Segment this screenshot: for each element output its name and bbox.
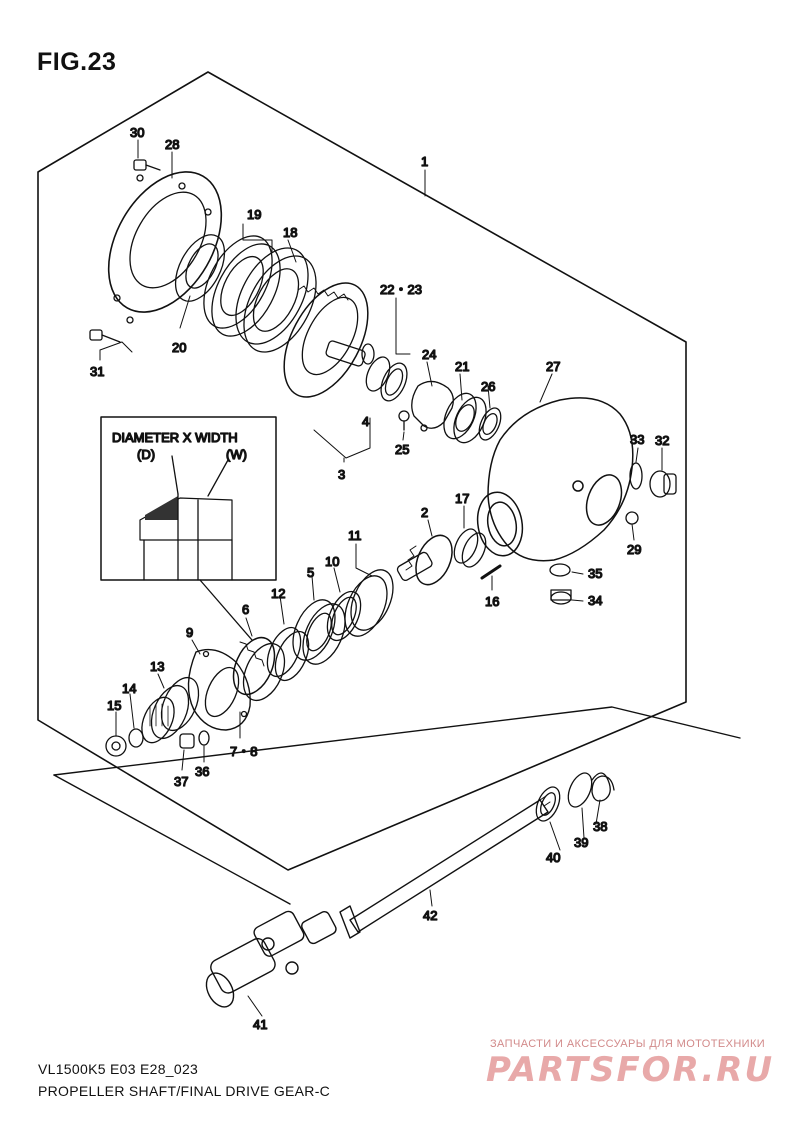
model-code: VL1500K5 E03 E28_023 [38,1061,199,1077]
part-41-universal-joint [205,910,337,1008]
leader-lines [99,139,663,1017]
callout-20: 20 [172,340,186,355]
callout-26: 26 [481,379,495,394]
callout-1: 1 [421,154,428,169]
inset-label-d: (D) [137,447,155,462]
callout-28: 28 [165,137,179,152]
part-31-bolt [89,329,121,343]
part-13-needle-bearing [141,676,200,744]
callout-15: 15 [107,698,121,713]
callout-21: 21 [455,359,469,374]
part-39-spring-ring [567,772,593,808]
callout-25: 25 [395,442,409,457]
assembly-boundary [37,71,687,871]
callout-11: 11 [348,528,362,543]
figure-name: PROPELLER SHAFT/FINAL DRIVE GEAR-C [38,1083,331,1099]
part-26-seal [478,407,502,441]
part-35-washer [549,563,571,577]
callout-6: 6 [242,602,249,617]
callout-24: 24 [422,347,436,362]
callout-7-8: 7・8 [230,744,257,759]
part-22-23-shims [365,356,408,402]
part-14-washer [128,728,144,748]
callout-33: 33 [630,432,644,447]
callout-17: 17 [455,491,469,506]
inset-frame [100,416,277,641]
part-37-nut [179,733,195,749]
part-5-bearing [292,599,346,665]
callout-37: 37 [174,774,188,789]
part-20-oil-seal [174,234,226,302]
figure-title: FIG.23 [37,48,117,76]
callout-31: 31 [90,364,104,379]
callout-36: 36 [195,764,209,779]
callout-2: 2 [421,505,428,520]
callout-5: 5 [307,565,314,580]
part-28-cover-plate [107,171,223,324]
part-2-pinion-gear [396,534,453,586]
callout-40: 40 [546,850,560,865]
callout-30: 30 [130,125,144,140]
callout-39: 39 [574,835,588,850]
callout-labels: 1 2 3 4 5 6 7・8 9 10 11 12 13 14 15 16 1… [89,124,670,1032]
part-27-gear-case [476,397,634,562]
part-3-ring-gear [283,282,375,398]
callout-10: 10 [325,554,339,569]
callout-32: 32 [655,433,669,448]
inset-heading: DIAMETER X WIDTH [112,430,238,445]
shaft-boundary [53,706,741,776]
callout-13: 13 [150,659,164,674]
part-15-nut [105,735,127,757]
part-42-propeller-shaft [339,795,551,939]
callout-29: 29 [627,542,641,557]
callout-19: 19 [247,207,261,222]
part-19-bearing [203,235,281,337]
callout-22-23: 22・23 [380,282,422,297]
callout-14: 14 [122,681,136,696]
part-29-drain-bolt [625,511,639,525]
callout-18: 18 [283,225,297,240]
part-33-o-ring [629,462,643,490]
callout-16: 16 [485,594,499,609]
part-38-spring [591,772,615,802]
part-30-bolt [133,159,161,171]
part-24-stopper-plate [411,380,454,429]
callout-27: 27 [546,359,560,374]
part-32-filler-plug [649,470,677,498]
callout-12: 12 [271,586,285,601]
watermark-logo: PARTSFOR.RU [486,1050,775,1090]
callout-35: 35 [588,566,602,581]
watermark-tagline: ЗАПЧАСТИ И АКСЕССУАРЫ ДЛЯ МОТОТЕХНИКИ [490,1038,766,1050]
part-12-spacer [266,626,310,682]
part-18-bearing-race [235,247,317,353]
part-16-stud [480,564,502,580]
part-17-bearing [453,528,487,568]
callout-4: 4 [362,414,369,429]
callout-42: 42 [423,908,437,923]
callout-41: 41 [253,1017,267,1032]
callout-3: 3 [338,467,345,482]
part-34-bolt [550,589,572,605]
part-6-cam [232,636,286,702]
part-9-bearing-housing [187,648,251,731]
part-40-oil-seal [535,786,561,822]
part-25-bolt [398,410,410,431]
callout-38: 38 [593,819,607,834]
callout-9: 9 [186,625,193,640]
inset-label-w: (W) [226,447,247,462]
callout-34: 34 [588,593,602,608]
part-36-washer [198,730,210,746]
